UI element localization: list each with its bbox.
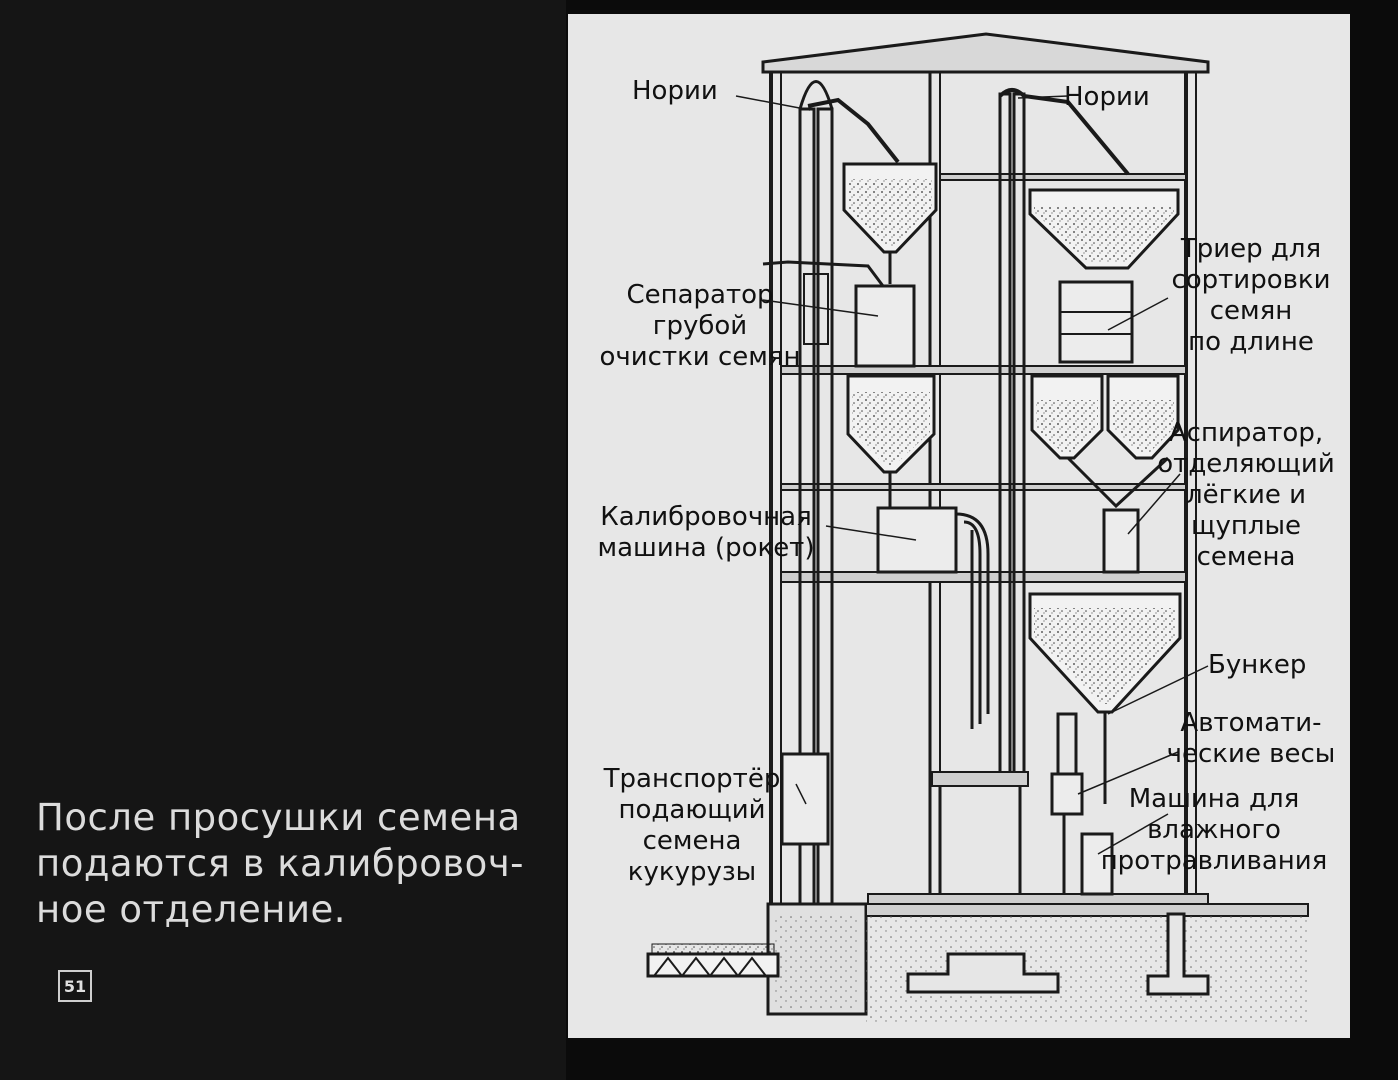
label-trier-line-2: сортировки <box>1171 265 1331 295</box>
bunker <box>1028 592 1182 804</box>
hopper-middle-left <box>846 374 936 508</box>
caption-line-3: ное отделение. <box>36 888 347 931</box>
label-calibrator-line-1: Калибровочная <box>600 502 812 532</box>
label-separator-line-1: Сепаратор <box>626 280 774 310</box>
label-aspirator-line-1: Аспиратор, <box>1168 418 1324 448</box>
label-aspirator-line-3: лёгкие и <box>1185 480 1307 510</box>
leader-lines <box>735 95 1209 855</box>
label-calibrator: Калибровочная машина (рокет) <box>582 502 830 564</box>
label-aspirator: Аспиратор, отделяющий лёгкие и щуплые се… <box>1148 418 1344 573</box>
building-walls <box>769 72 1197 914</box>
label-aspirator-line-5: семена <box>1196 542 1296 572</box>
label-trier-line-3: семян <box>1209 296 1293 326</box>
ground-and-foundations <box>865 903 1309 1026</box>
label-treater-line-2: влажного <box>1147 815 1281 845</box>
label-trier: Триер для сортировки семян по длине <box>1158 234 1344 358</box>
label-transporter-line-3: семена <box>642 826 742 856</box>
label-treater-line-1: Машина для <box>1128 784 1300 814</box>
caption-line-2: подаются в калибровоч- <box>36 842 525 885</box>
label-scales-line-2: ческие весы <box>1166 739 1336 769</box>
label-transporter-line-1: Транспортёр <box>603 764 781 794</box>
left-panel <box>0 0 566 1080</box>
label-aspirator-line-2: отделяющий <box>1157 449 1335 479</box>
label-scales-line-1: Автомати- <box>1180 708 1322 738</box>
building-cross-section-diagram <box>646 32 1309 1026</box>
label-transporter-line-4: кукурузы <box>627 857 757 887</box>
label-treater-line-3: протравливания <box>1100 846 1328 876</box>
label-trier-line-1: Триер для <box>1180 234 1322 264</box>
label-scales: Автомати- ческие весы <box>1156 708 1346 770</box>
slide-number: 51 <box>58 970 92 1002</box>
label-norii-right: Нории <box>1064 82 1150 112</box>
label-separator-line-2: грубой <box>652 311 748 341</box>
label-calibrator-line-2: машина (рокет) <box>597 533 815 563</box>
label-separator-line-3: очистки семян <box>599 342 801 372</box>
aspirator-hoppers <box>1030 374 1180 574</box>
central-platform <box>931 771 1029 894</box>
separator-unit <box>854 284 916 368</box>
diagram-panel: Нории Нории Сепаратор грубой очистки сем… <box>568 14 1350 1038</box>
hopper-upper-left <box>842 162 938 284</box>
scales-and-treater <box>1050 712 1114 896</box>
label-separator: Сепаратор грубой очистки семян <box>580 280 820 373</box>
roof <box>761 32 1210 74</box>
label-norii-left: Нории <box>632 76 718 106</box>
label-transporter-line-2: подающий <box>618 795 766 825</box>
label-treater: Машина для влажного протравливания <box>1086 784 1342 877</box>
label-trier-line-4: по длине <box>1188 327 1314 357</box>
caption-line-1: После просушки семена <box>36 796 521 839</box>
hopper-upper-right <box>1028 188 1180 364</box>
label-transporter: Транспортёр подающий семена кукурузы <box>578 764 806 888</box>
corn-transporter <box>646 752 868 1016</box>
floors <box>780 173 1209 905</box>
calibration-machine <box>876 506 990 729</box>
label-aspirator-line-4: щуплые <box>1190 511 1302 541</box>
slide-caption: После просушки семена подаются в калибро… <box>36 795 566 933</box>
label-bunker: Бункер <box>1208 650 1307 680</box>
